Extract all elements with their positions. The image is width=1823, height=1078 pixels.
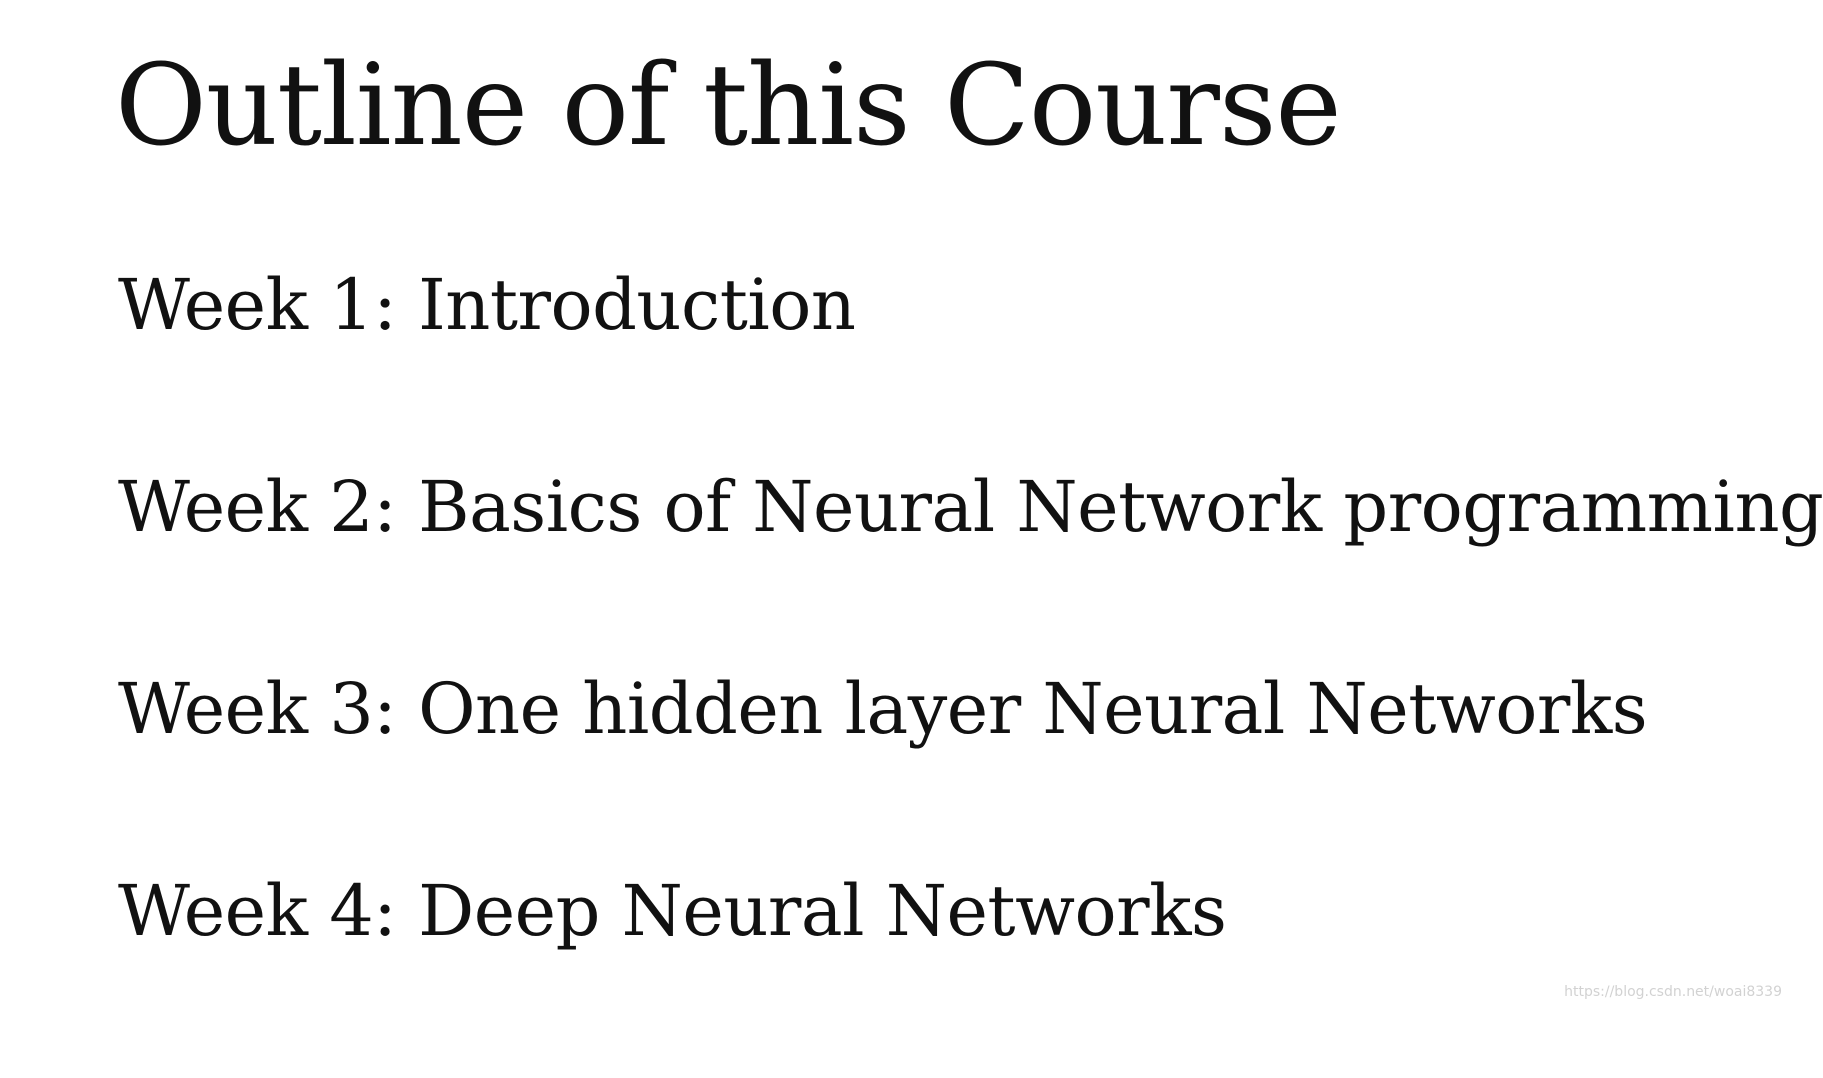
outline-item-week-2: Week 2: Basics of Neural Network program…: [118, 466, 1823, 548]
watermark-text: https://blog.csdn.net/woai8339: [1564, 984, 1782, 1000]
outline-item-week-1: Week 1: Introduction: [118, 264, 856, 346]
outline-item-week-3: Week 3: One hidden layer Neural Networks: [118, 668, 1648, 750]
outline-item-week-4: Week 4: Deep Neural Networks: [118, 870, 1227, 952]
slide: Outline of this Course Week 1: Introduct…: [115, 41, 1823, 1000]
outline-list: Week 1: Introduction Week 2: Basics of N…: [118, 270, 1823, 1078]
slide-title: Outline of this Course: [115, 41, 1342, 171]
